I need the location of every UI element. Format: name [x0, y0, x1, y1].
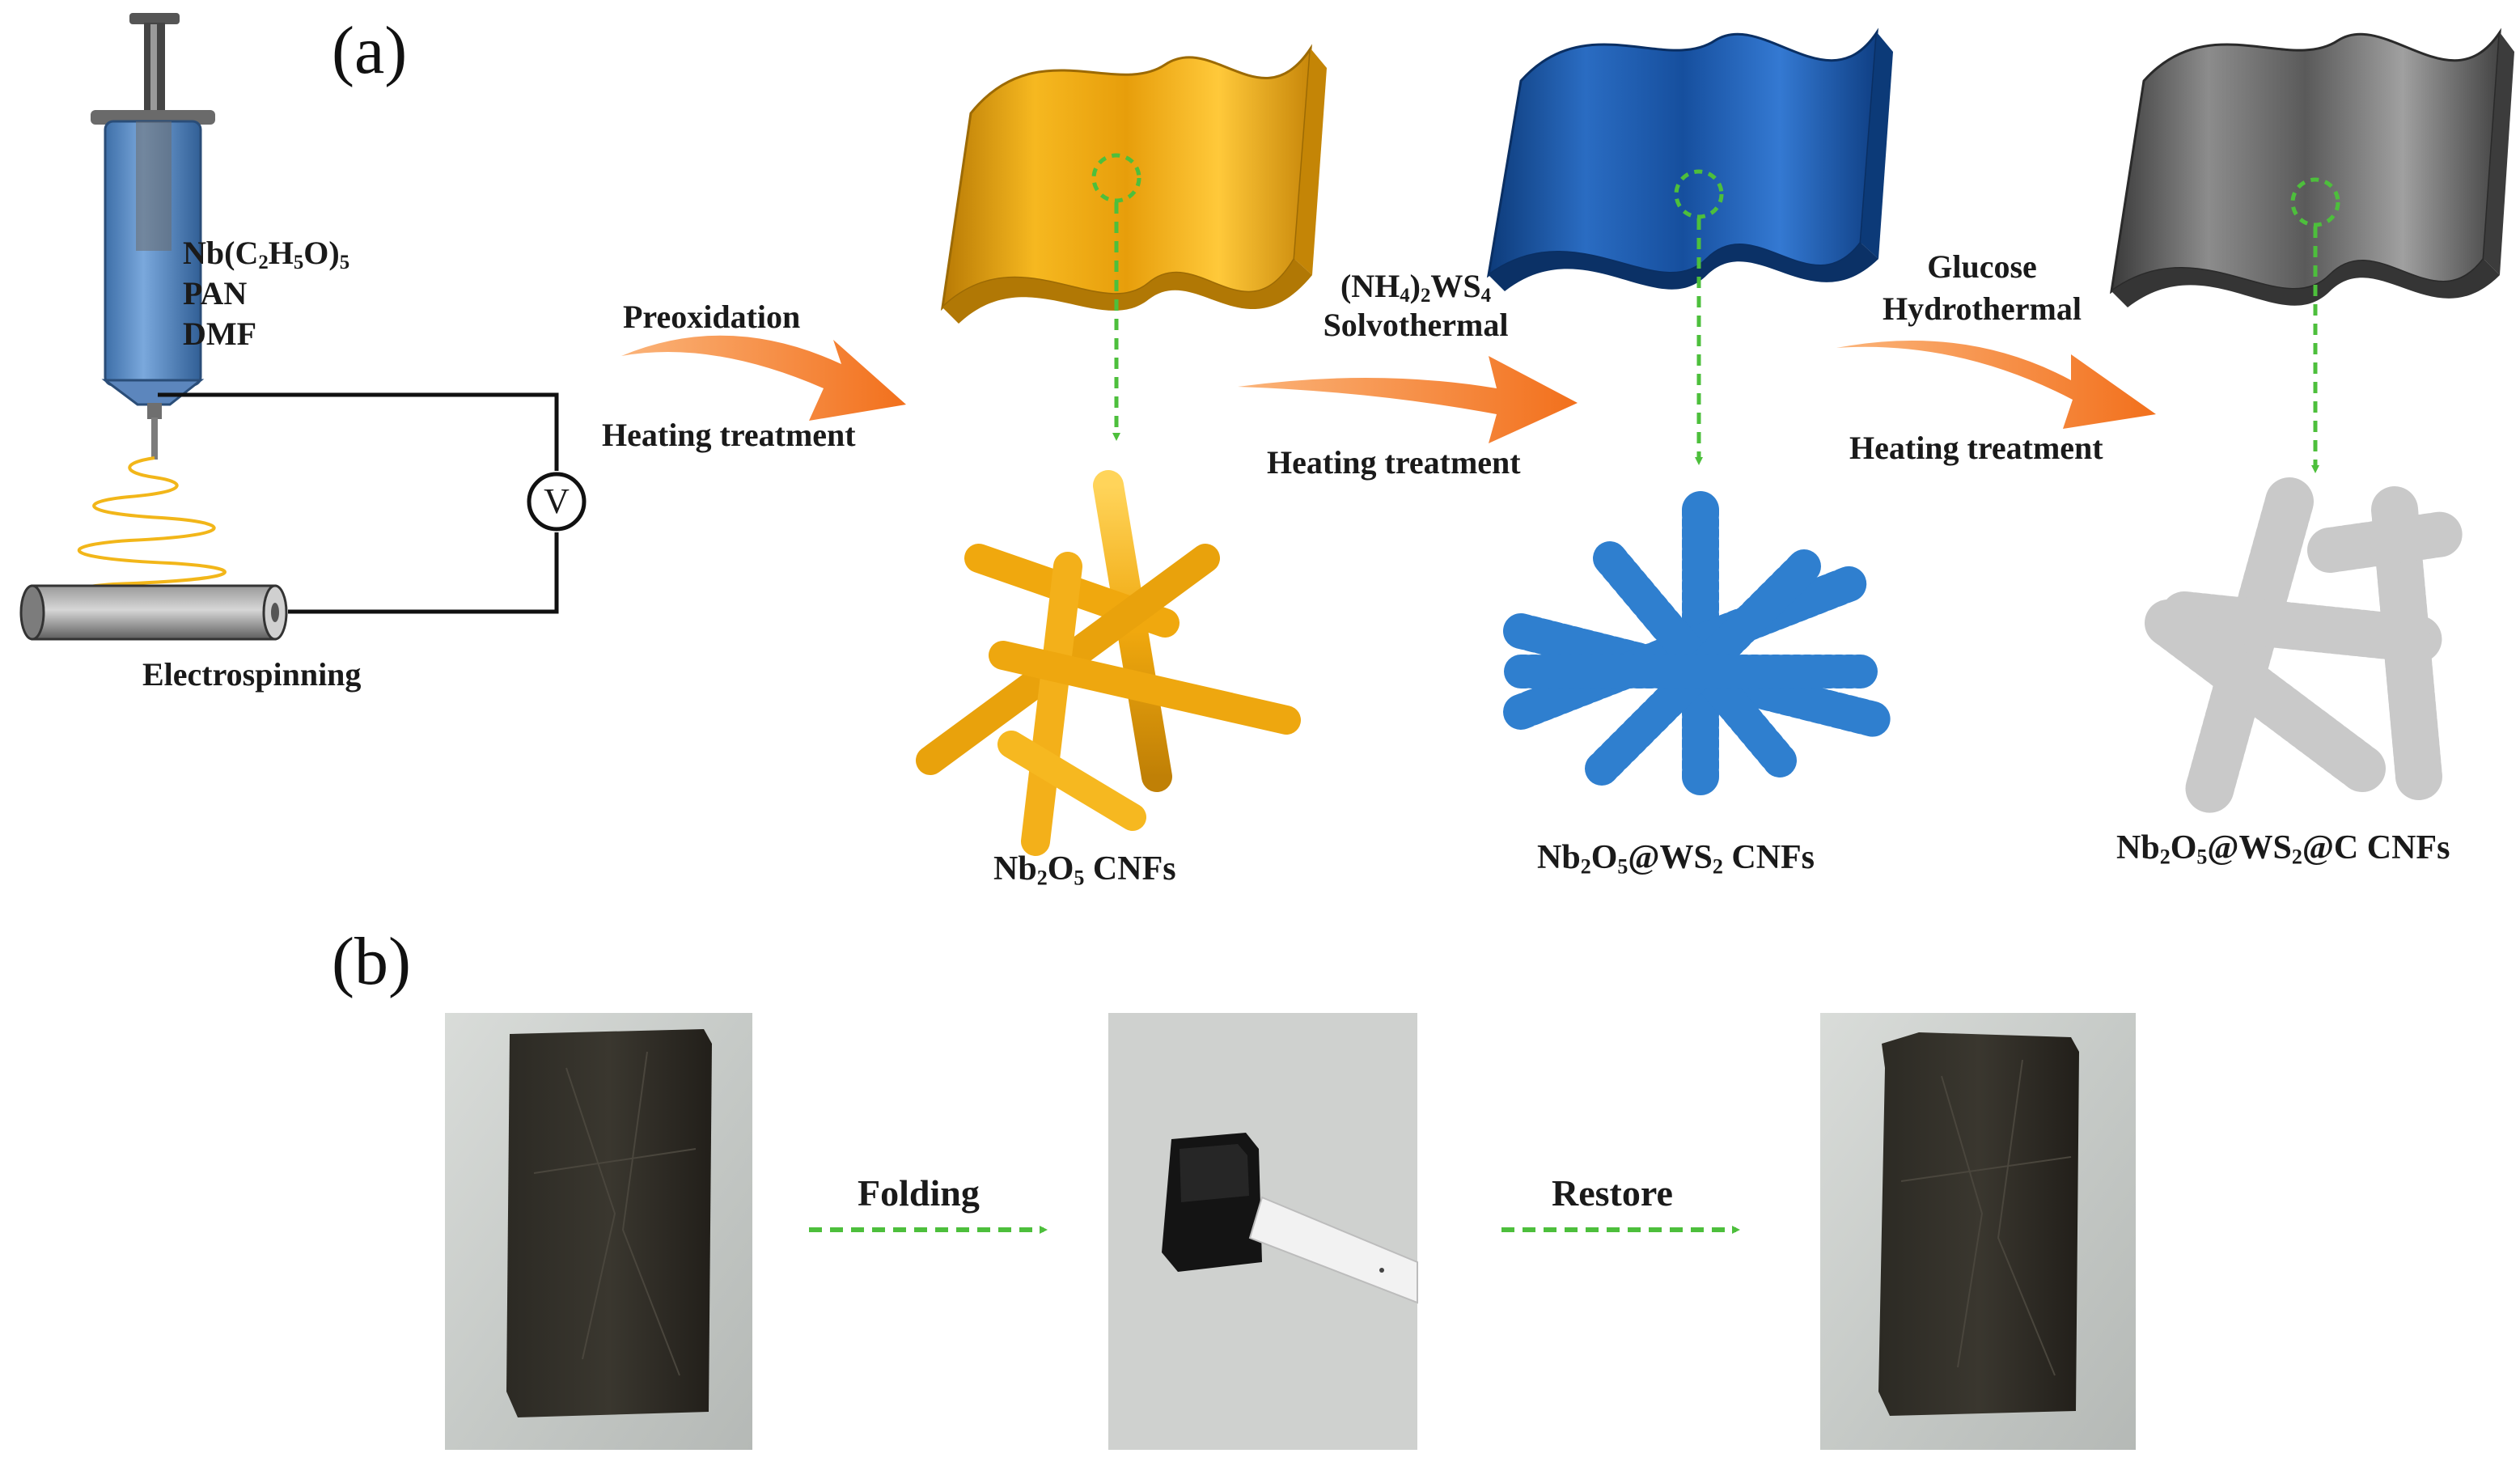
- zoom-connector: [1112, 202, 2319, 473]
- restore-label: Restore: [1552, 1172, 1673, 1214]
- step1-label-top: Preoxidation: [623, 299, 801, 335]
- solution-pan: PAN: [183, 275, 248, 311]
- gold-film-flag: [940, 44, 1327, 324]
- process-arrow-3: [1836, 341, 2156, 429]
- nb2o5-ws2-nanofiber-bundle: [1503, 491, 1895, 795]
- step2-method: Solvothermal: [1323, 307, 1509, 343]
- solution-composition: Nb(C2H5O)5 PAN DMF: [183, 233, 349, 354]
- product-nb2o5-caption: Nb2O5 CNFs: [993, 850, 1176, 890]
- photo-folded-film: [1108, 1013, 1418, 1450]
- step2-label-top: (NH4)2WS4 Solvothermal: [1302, 267, 1529, 345]
- voltmeter-icon: [527, 472, 587, 532]
- circuit-wire: [158, 392, 559, 614]
- electrospinning-caption: Electrospinning: [142, 656, 362, 693]
- step3-label-bottom: Heating treatment: [1849, 430, 2103, 466]
- solution-dmf: DMF: [183, 316, 257, 352]
- photo-restored-film: [1820, 1013, 2136, 1450]
- step3-label-top: Glucose Hydrothermal: [1853, 246, 2111, 330]
- panel-label-b: (b): [332, 924, 411, 999]
- nb2o5-nanofiber-bundle: [916, 470, 1301, 856]
- nb2o5-ws2-c-nanofiber-bundle: [2145, 477, 2466, 817]
- panel-label-a: (a): [332, 13, 408, 88]
- step2-label-bottom: Heating treatment: [1267, 444, 1521, 481]
- product-nb2o5-ws2-caption: Nb2O5@WS2 CNFs: [1537, 839, 1815, 879]
- product-nb2o5-ws2-c-caption: Nb2O5@WS2@C CNFs: [2116, 829, 2450, 869]
- folding-label: Folding: [858, 1172, 980, 1214]
- photo-original-film: [445, 1013, 752, 1450]
- solution-formula: Nb(C2H5O)5: [183, 235, 350, 274]
- syringe-icon: [91, 13, 215, 460]
- step2-reagent: (NH4)2WS4: [1340, 268, 1492, 307]
- process-arrow-1: [621, 335, 906, 421]
- collector-drum: [19, 584, 288, 641]
- step1-label-bottom: Heating treatment: [602, 417, 856, 453]
- voltmeter-label: V: [544, 481, 570, 521]
- step3-reagent: Glucose: [1927, 248, 2037, 285]
- process-arrow-2: [1238, 356, 1578, 443]
- gray-film-flag: [2109, 28, 2514, 307]
- step3-method: Hydrothermal: [1883, 290, 2082, 327]
- blue-film-flag: [1486, 28, 1893, 291]
